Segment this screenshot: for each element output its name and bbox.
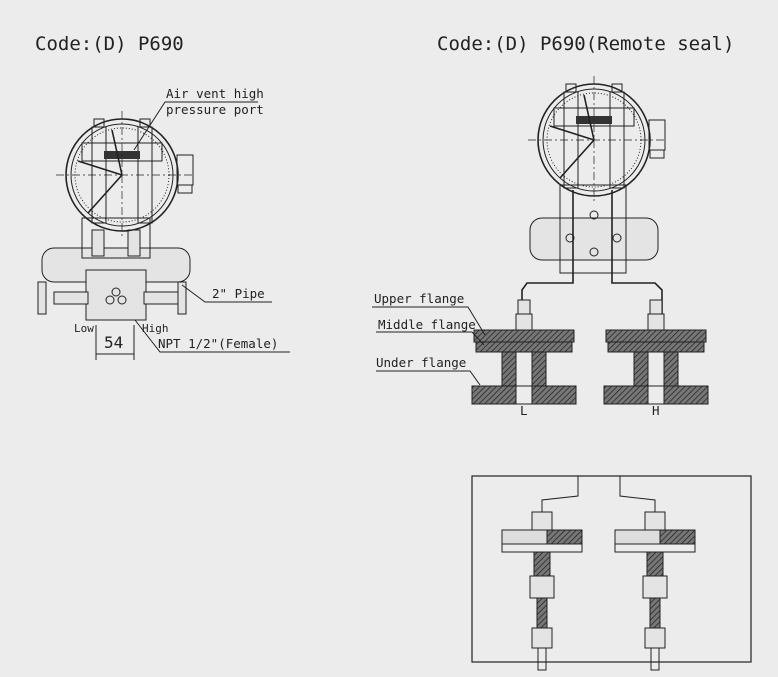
left-drawing-title: Code:(D) P690 — [35, 33, 184, 55]
middle-flange-label: Middle flange — [378, 317, 476, 332]
pipe-label: 2" Pipe — [212, 286, 265, 301]
right-callouts — [372, 306, 486, 386]
left-gauge-assembly — [37, 110, 194, 321]
high-port-label: High — [142, 322, 169, 335]
right-drawing-title: Code:(D) P690(Remote seal) — [437, 33, 734, 55]
upper-flange-label: Upper flange — [374, 291, 464, 306]
left-callouts — [95, 101, 290, 360]
under-flange-label: Under flange — [376, 355, 466, 370]
high-side-label: H — [652, 403, 660, 418]
right-gauge-assembly — [471, 75, 709, 405]
detail-inset — [471, 475, 752, 671]
dimension-54: 54 — [104, 333, 123, 352]
air-vent-label-line2: pressure port — [166, 102, 264, 117]
low-side-label: L — [520, 403, 528, 418]
air-vent-label-line1: Air vent high — [166, 86, 264, 101]
low-port-label: Low — [74, 322, 94, 335]
npt-label: NPT 1/2"(Female) — [158, 336, 278, 351]
